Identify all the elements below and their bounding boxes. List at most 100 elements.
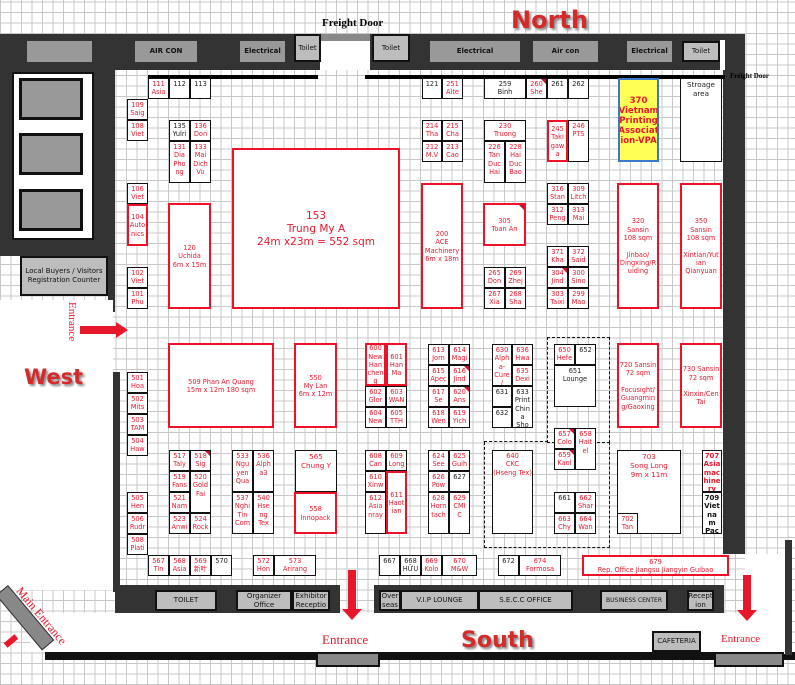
booth-602[interactable]: 602 Glor: [365, 386, 386, 407]
booth-113[interactable]: 113: [190, 78, 211, 99]
freight-door-top[interactable]: [320, 34, 370, 41]
east-entrance-door[interactable]: [714, 652, 784, 667]
booth-672[interactable]: 672: [498, 555, 519, 576]
booth-730[interactable]: 730 Sansin 72 sqm Xinxin/Cen Tai: [680, 343, 722, 428]
booth-604[interactable]: 604 New: [365, 407, 386, 428]
organizer-office[interactable]: Organizer Office: [236, 590, 292, 611]
booth-635[interactable]: 635 Dexi: [512, 365, 533, 386]
toilet-2[interactable]: Toilet: [372, 34, 410, 62]
booth-662[interactable]: 662 Shar: [575, 492, 596, 513]
booth-106[interactable]: 106 Viet: [127, 183, 148, 204]
booth-608[interactable]: 608 Can: [365, 450, 386, 471]
booth-102[interactable]: 102 Viet: [127, 267, 148, 288]
booth-storage[interactable]: Stroage area: [680, 78, 722, 162]
booth-612[interactable]: 612 Asia nray: [365, 492, 386, 534]
booth-518[interactable]: 518 Sig: [190, 450, 211, 471]
booth-228[interactable]: 228 Hai Duc Bao: [505, 141, 526, 183]
booth-536[interactable]: 536 Alph a3: [253, 450, 274, 492]
booth-259[interactable]: 259 Binh: [484, 78, 526, 99]
booth-669[interactable]: 669 Kolo: [421, 555, 442, 576]
booth-109[interactable]: 109 Saig: [127, 99, 148, 120]
booth-617[interactable]: 617 Se Chan: [428, 386, 449, 407]
booth-517[interactable]: 517 Taly: [169, 450, 190, 471]
booth-601[interactable]: 601 Han Ma: [386, 343, 407, 386]
booth-215[interactable]: 215 Cha: [442, 120, 463, 141]
booth-616[interactable]: 616 Jind: [449, 365, 470, 386]
booth-299[interactable]: 299 Mao: [568, 288, 589, 309]
booth-372[interactable]: 372 Said: [568, 246, 589, 267]
booth-245[interactable]: 245 Taki gaw a: [547, 120, 568, 162]
booth-659[interactable]: 659 Kaol: [554, 449, 575, 470]
booth-350[interactable]: 350 Sansin 108 sqm Xintian/Yut ian Qiany…: [680, 183, 722, 309]
booth-267[interactable]: 267 Xia: [484, 288, 505, 309]
booth-268[interactable]: 268 Sha: [505, 288, 526, 309]
secc-office[interactable]: S.E.C.C OFFICE: [478, 590, 573, 611]
booth-246[interactable]: 246 PTS: [568, 120, 589, 162]
booth-663[interactable]: 663 Chy: [554, 513, 575, 534]
booth-316[interactable]: 316 Stan: [547, 183, 568, 204]
booth-569[interactable]: 569 新叶: [190, 555, 211, 576]
booth-509[interactable]: 509 Phan An Quang 15m x 12m 180 sqm: [168, 343, 274, 428]
booth-502[interactable]: 502 Mits: [127, 393, 148, 414]
booth-503[interactable]: 503 TAM: [127, 414, 148, 435]
booth-626[interactable]: 626 Pow: [428, 471, 449, 492]
west-entrance-arrow[interactable]: [80, 326, 116, 334]
booth-131[interactable]: 131 Dia Pho ng: [169, 141, 190, 183]
booth-230[interactable]: 230 Truong: [484, 120, 526, 141]
booth-537[interactable]: 537 Nghi Tin Com: [232, 492, 253, 534]
booth-309[interactable]: 309 Litch: [568, 183, 589, 204]
booth-615[interactable]: 615 Apec: [428, 365, 449, 386]
booth-651[interactable]: 651 Lounge: [554, 365, 596, 407]
booth-565[interactable]: 565 Chung Y: [295, 450, 337, 492]
booth-261[interactable]: 261: [547, 78, 568, 99]
booth-312[interactable]: 312 Peng: [547, 204, 568, 225]
booth-112[interactable]: 112: [169, 78, 190, 99]
booth-136[interactable]: 136 Don: [190, 120, 211, 141]
booth-568[interactable]: 568 Asia: [169, 555, 190, 576]
booth-707[interactable]: 707 Asia mac hine ry: [702, 450, 722, 492]
toilet-bottom[interactable]: TOILET: [155, 590, 217, 611]
booth-303[interactable]: 303 Taixi: [547, 288, 568, 309]
booth-620[interactable]: 620 Ans: [449, 386, 470, 407]
booth-540[interactable]: 540 Hse ng Tex: [253, 492, 274, 534]
overseas[interactable]: Over seas: [379, 590, 401, 611]
booth-300[interactable]: 300 Sino: [568, 267, 589, 288]
booth-661[interactable]: 661: [554, 492, 575, 513]
booth-550[interactable]: 550 My Lan 6m x 12m: [294, 343, 337, 428]
booth-632[interactable]: 632: [492, 407, 512, 428]
booth-605[interactable]: 605 TTH: [386, 407, 407, 428]
booth-614[interactable]: 614 Magi: [449, 344, 470, 365]
booth-567[interactable]: 567 Tin: [148, 555, 169, 576]
booth-101[interactable]: 101 Phu: [127, 288, 148, 309]
booth-640[interactable]: 640 CKC (Hseng Tex): [492, 450, 533, 534]
booth-213[interactable]: 213 Cao: [442, 141, 463, 162]
booth-668[interactable]: 668 HỮU: [400, 555, 421, 576]
booth-603[interactable]: 603 WAN: [386, 386, 407, 407]
booth-265[interactable]: 265 Don: [484, 267, 505, 288]
booth-702[interactable]: 702 Tan: [617, 513, 638, 534]
booth-573[interactable]: 573 Arirang: [274, 555, 316, 576]
booth-524[interactable]: 524 Rock: [190, 513, 211, 534]
booth-313[interactable]: 313 Mai: [568, 204, 589, 225]
exhibitor-reception[interactable]: Exhibitor Receptio: [292, 590, 330, 611]
booth-570[interactable]: 570: [211, 555, 232, 576]
booth-667[interactable]: 667: [379, 555, 400, 576]
booth-521[interactable]: 521 Nam: [169, 492, 190, 513]
booth-631[interactable]: 631: [492, 386, 512, 407]
booth-664[interactable]: 664 Wan: [575, 513, 596, 534]
booth-609[interactable]: 609 Long: [386, 450, 407, 471]
booth-214[interactable]: 214 Tha: [422, 120, 442, 141]
local-buyers-registration-counter[interactable]: Local Buyers / Visitors Registration Cou…: [20, 256, 108, 296]
booth-636[interactable]: 636 Hwa: [512, 344, 533, 365]
booth-120[interactable]: 120 Uchida 6m x 15m: [168, 203, 211, 309]
booth-135[interactable]: 135 Yulri: [169, 120, 190, 141]
vip-lounge[interactable]: V.I.P LOUNGE: [400, 590, 479, 611]
booth-505[interactable]: 505 Hen: [127, 492, 148, 513]
booth-371[interactable]: 371 Kha: [547, 246, 568, 267]
booth-153[interactable]: 153 Trung My A 24m x23m = 552 sqm: [232, 148, 400, 309]
booth-108[interactable]: 108 Viet: [127, 120, 148, 141]
booth-600[interactable]: 600 New Han chen g: [365, 343, 386, 386]
booth-251[interactable]: 251 Alte: [442, 78, 463, 99]
booth-630[interactable]: 630 Alph a- Cure /: [492, 344, 512, 386]
booth-504[interactable]: 504 Haw: [127, 435, 148, 456]
